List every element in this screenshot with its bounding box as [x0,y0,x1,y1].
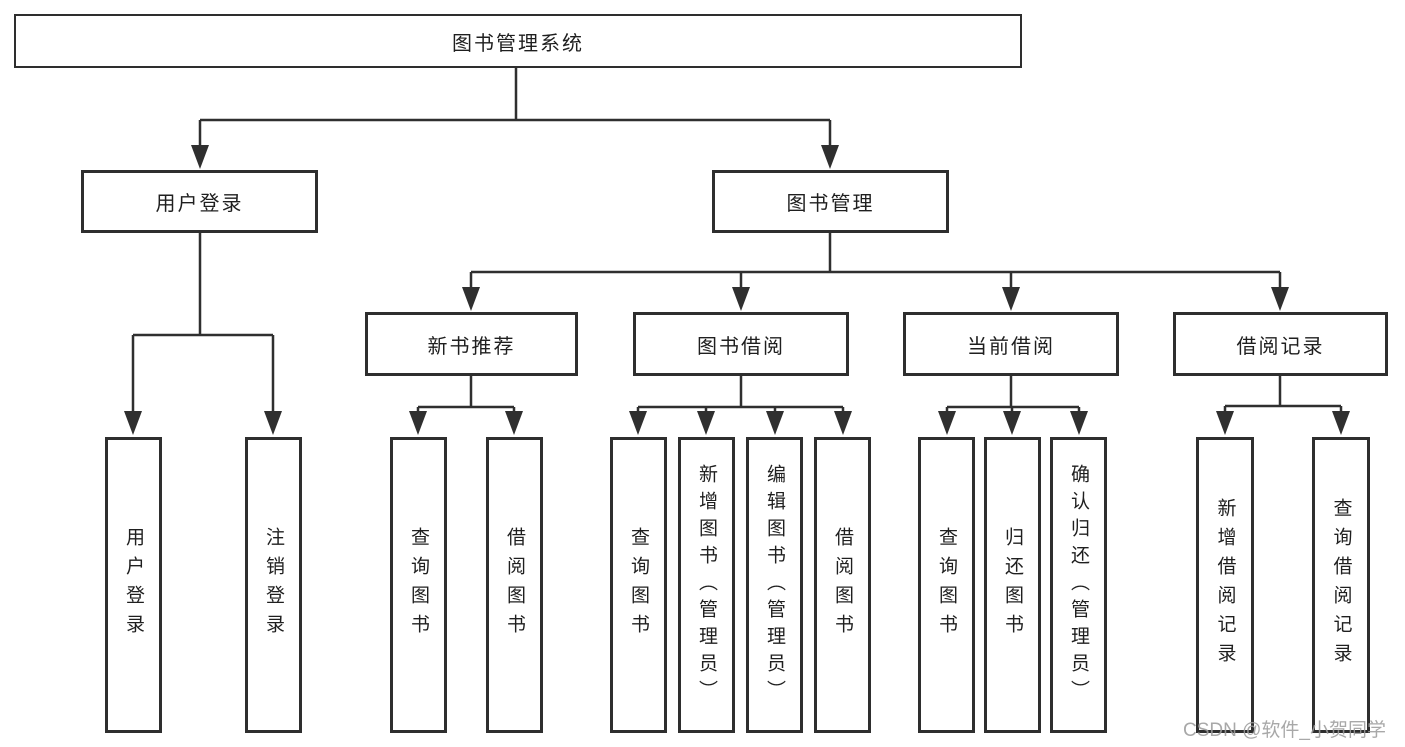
arrow-down-icon [1332,411,1350,435]
arrow-down-icon [629,411,647,435]
arrow-down-icon [264,411,282,435]
leaf-borrow-borrow-book: 借阅图书 [814,437,871,733]
connector-root-to-level2 [191,68,839,169]
node-book-borrow: 图书借阅 [633,312,849,376]
leaf-current-return-book: 归还图书 [984,437,1041,733]
node-book-management: 图书管理 [712,170,949,233]
node-new-book-recommend: 新书推荐 [365,312,578,376]
arrow-down-icon [766,411,784,435]
arrow-down-icon [191,145,209,169]
arrow-down-icon [697,411,715,435]
connector-book-borrow-children [629,376,852,435]
leaf-borrow-query-book: 查询图书 [610,437,667,733]
arrow-down-icon [1003,411,1021,435]
leaf-records-query-record: 查询借阅记录 [1312,437,1370,733]
arrow-down-icon [1002,287,1020,311]
connector-book-management-children [462,233,1289,311]
connector-user-login-children [124,233,282,435]
connector-current-borrow-children [938,376,1088,435]
arrow-down-icon [409,411,427,435]
arrow-down-icon [938,411,956,435]
arrow-down-icon [462,287,480,311]
leaf-current-query-book: 查询图书 [918,437,975,733]
node-user-login: 用户登录 [81,170,318,233]
node-current-borrow: 当前借阅 [903,312,1119,376]
arrow-down-icon [732,287,750,311]
connector-new-book-children [409,376,523,435]
arrow-down-icon [124,411,142,435]
leaf-user-login: 用户登录 [105,437,162,733]
arrow-down-icon [505,411,523,435]
leaf-records-add-record: 新增借阅记录 [1196,437,1254,733]
arrow-down-icon [834,411,852,435]
arrow-down-icon [821,145,839,169]
leaf-logout: 注销登录 [245,437,302,733]
leaf-current-confirm-return-admin: 确认归还（管理员） [1050,437,1107,733]
connector-borrow-records-children [1216,376,1350,435]
arrow-down-icon [1271,287,1289,311]
csdn-watermark: CSDN @软件_小贺同学 [1183,720,1386,741]
leaf-newbook-query-book: 查询图书 [390,437,447,733]
node-root: 图书管理系统 [14,14,1022,68]
leaf-newbook-borrow-book: 借阅图书 [486,437,543,733]
arrow-down-icon [1216,411,1234,435]
leaf-borrow-add-book-admin: 新增图书（管理员） [678,437,735,733]
node-borrow-records: 借阅记录 [1173,312,1388,376]
arrow-down-icon [1070,411,1088,435]
leaf-borrow-edit-book-admin: 编辑图书（管理员） [746,437,803,733]
